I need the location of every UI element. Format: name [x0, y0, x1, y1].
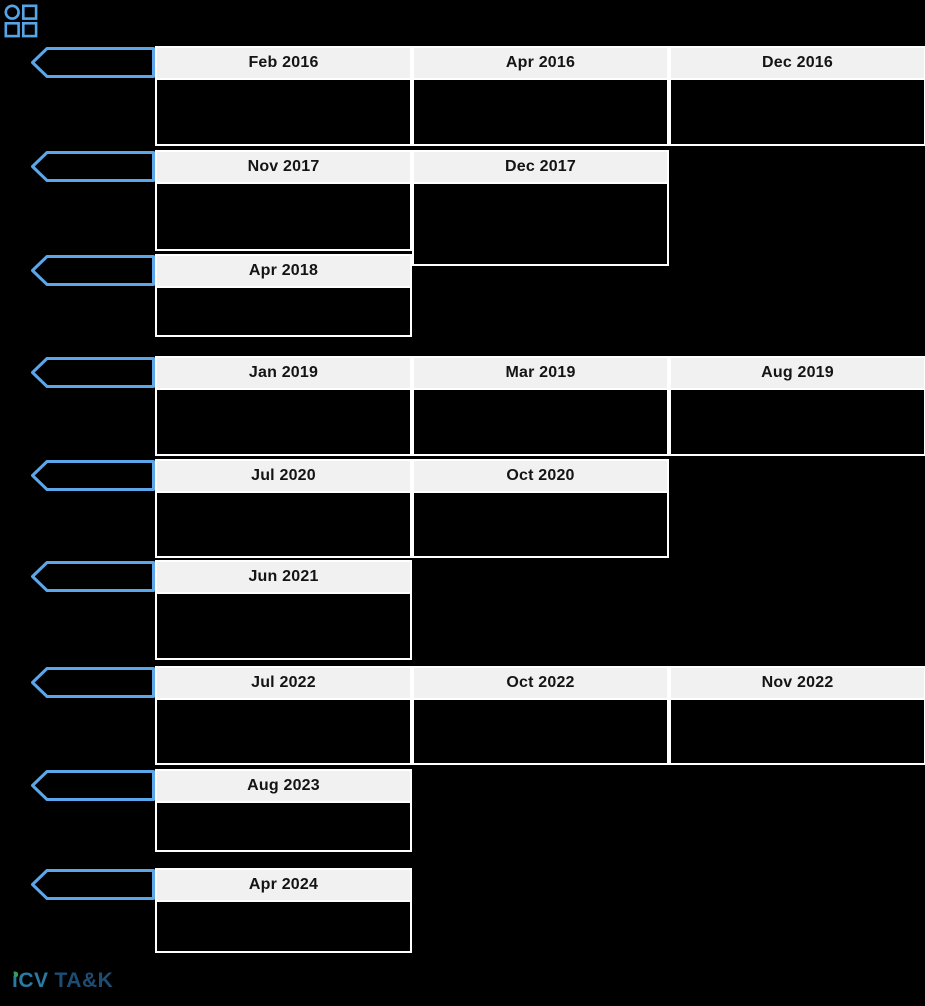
card-body: [157, 493, 410, 556]
card-body: [157, 803, 410, 850]
apps-grid-icon[interactable]: [4, 4, 38, 38]
year-arrow-icon: [31, 667, 155, 698]
timeline-row-2020: Jul 2020 Oct 2020: [31, 459, 669, 558]
card-date-header: Apr 2024: [157, 870, 410, 902]
card-date-header: Apr 2016: [414, 48, 667, 80]
timeline-row-2023: Aug 2023: [31, 769, 412, 852]
card-date-header: Dec 2017: [414, 152, 667, 184]
year-arrow-icon: [31, 255, 155, 286]
year-arrow-icon: [31, 151, 155, 182]
timeline-card: Jul 2022: [155, 666, 412, 765]
timeline-card: Aug 2023: [155, 769, 412, 852]
timeline-card: Apr 2024: [155, 868, 412, 953]
card-body: [414, 390, 667, 454]
year-arrow-icon: [31, 869, 155, 900]
timeline-card: Mar 2019: [412, 356, 669, 456]
card-body: [414, 184, 667, 264]
card-date-header: Jun 2021: [157, 562, 410, 594]
card-body: [414, 700, 667, 763]
logo-text-secondary: TA&K: [54, 969, 114, 992]
card-body: [157, 288, 410, 335]
timeline-row-2024: Apr 2024: [31, 868, 412, 953]
timeline-row-2022: Jul 2022 Oct 2022 Nov 2022: [31, 666, 925, 765]
card-body: [414, 493, 667, 556]
timeline-card: Nov 2022: [669, 666, 925, 765]
card-date-header: Nov 2022: [671, 668, 924, 700]
timeline-card: Nov 2017: [155, 150, 412, 251]
card-body: [157, 80, 410, 144]
card-body: [671, 700, 924, 763]
card-date-header: Jul 2022: [157, 668, 410, 700]
card-body: [157, 902, 410, 951]
year-arrow-icon: [31, 460, 155, 491]
timeline-card: Aug 2019: [669, 356, 925, 456]
logo-green-dot-icon: [13, 972, 18, 977]
timeline-card: Feb 2016: [155, 46, 412, 146]
timeline-row-2017: Nov 2017 Dec 2017: [31, 150, 669, 266]
card-date-header: Oct 2020: [414, 461, 667, 493]
timeline-row-2016: Feb 2016 Apr 2016 Dec 2016: [31, 46, 925, 146]
card-date-header: Aug 2019: [671, 358, 924, 390]
card-date-header: Aug 2023: [157, 771, 410, 803]
card-body: [157, 184, 410, 249]
card-body: [671, 390, 924, 454]
timeline-row-2018: Apr 2018: [31, 254, 412, 337]
card-date-header: Dec 2016: [671, 48, 924, 80]
timeline-card: Apr 2018: [155, 254, 412, 337]
timeline-row-2021: Jun 2021: [31, 560, 412, 660]
card-body: [671, 80, 924, 144]
timeline-card: Jul 2020: [155, 459, 412, 558]
year-arrow-icon: [31, 357, 155, 388]
card-body: [157, 390, 410, 454]
timeline-card: Jun 2021: [155, 560, 412, 660]
timeline-card: Jan 2019: [155, 356, 412, 456]
card-date-header: Feb 2016: [157, 48, 410, 80]
timeline-row-2019: Jan 2019 Mar 2019 Aug 2019: [31, 356, 925, 456]
year-arrow-icon: [31, 770, 155, 801]
card-date-header: Apr 2018: [157, 256, 410, 288]
timeline-card: Oct 2022: [412, 666, 669, 765]
timeline-card: Oct 2020: [412, 459, 669, 558]
card-body: [157, 594, 410, 658]
timeline-card: Dec 2017: [412, 150, 669, 266]
timeline-card: Apr 2016: [412, 46, 669, 146]
card-body: [157, 700, 410, 763]
card-date-header: Jan 2019: [157, 358, 410, 390]
card-body: [414, 80, 667, 144]
logo-text-primary: iCV: [12, 969, 49, 992]
card-date-header: Nov 2017: [157, 152, 410, 184]
card-date-header: Oct 2022: [414, 668, 667, 700]
card-date-header: Mar 2019: [414, 358, 667, 390]
timeline-card: Dec 2016: [669, 46, 925, 146]
card-date-header: Jul 2020: [157, 461, 410, 493]
year-arrow-icon: [31, 561, 155, 592]
year-arrow-icon: [31, 47, 155, 78]
